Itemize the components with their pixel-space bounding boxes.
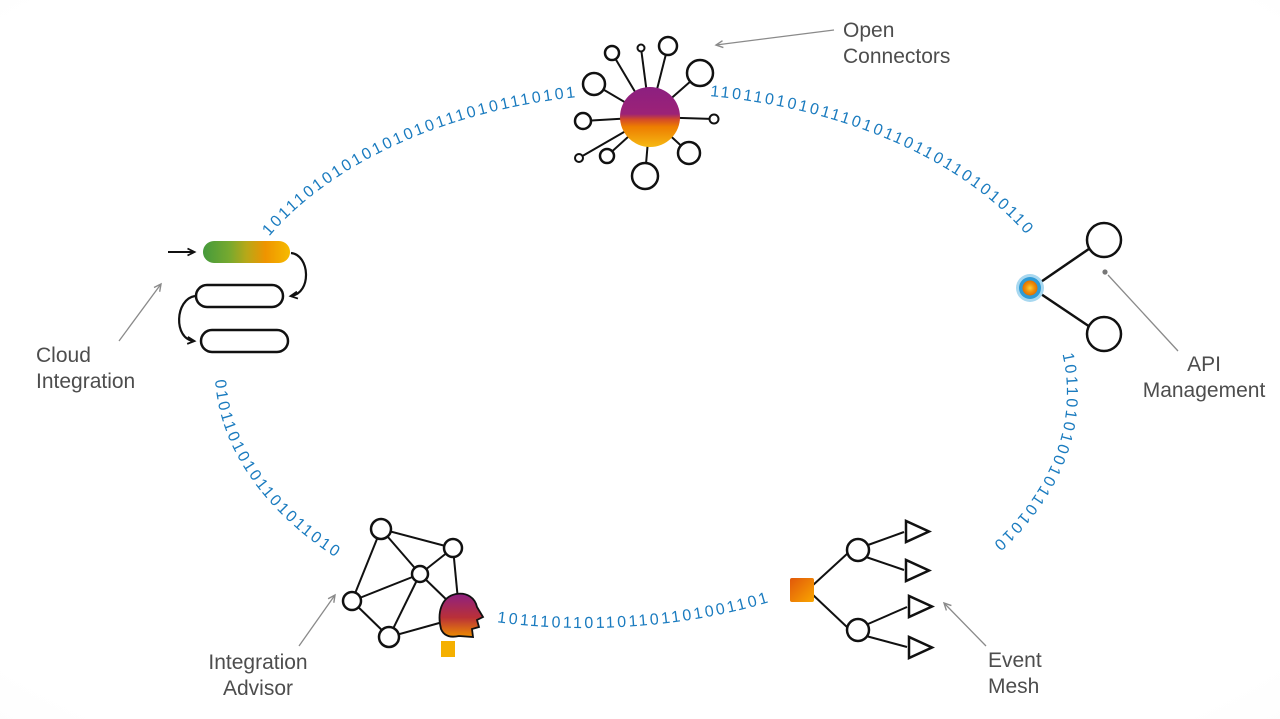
binary-stream-advisor-to-cloud: 01011010101101011010	[211, 379, 345, 562]
event-mesh-links	[811, 531, 908, 648]
label-leader-lines	[118, 29, 1179, 647]
open-connectors-label-line2: Connectors	[843, 45, 951, 68]
pipeline-step-active	[203, 241, 290, 263]
open-connectors-label-line1: Open	[843, 19, 895, 42]
cloud-integration-label-line1: Cloud	[36, 344, 91, 367]
leader-event-mesh	[942, 601, 987, 647]
event-mesh-consumers	[904, 519, 936, 660]
integration-advisor-icon	[341, 517, 485, 657]
leader-open-connectors	[714, 29, 835, 49]
advisor-head	[438, 592, 485, 638]
event-mesh-label-line1: Event	[988, 649, 1042, 672]
open-connectors-label: Open Connectors	[843, 18, 950, 70]
integration-advisor-label-line2: Advisor	[222, 677, 294, 700]
leader-cloud-integration	[118, 282, 162, 342]
event-mesh-label: Event Mesh	[988, 648, 1042, 700]
api-gateway-node	[1016, 274, 1044, 302]
leader-api-dot	[1102, 269, 1108, 275]
pipeline-step-2	[194, 283, 285, 309]
open-connectors-hub	[620, 87, 680, 147]
event-mesh-label-line2: Mesh	[988, 675, 1040, 698]
cloud-integration-icon	[168, 241, 307, 354]
leader-api-management	[1107, 274, 1179, 352]
integration-advisor-label: Integration Advisor	[188, 650, 328, 702]
api-management-icon	[1016, 221, 1123, 353]
cloud-integration-label-line2: Integration	[36, 370, 136, 393]
open-connectors-nodes	[573, 35, 720, 191]
api-management-label-line2: Management	[1142, 379, 1266, 402]
api-management-label-line1: API	[1187, 353, 1221, 376]
advisor-graph-nodes	[341, 517, 464, 649]
integration-advisor-label-line1: Integration	[208, 651, 308, 674]
binary-stream-open-to-api: 11011010101110101101101101010110	[710, 83, 1038, 239]
binary-stream-advisor-to-event: 1011101101101101101001101	[496, 589, 772, 632]
open-connectors-icon	[573, 35, 720, 191]
leader-integration-advisor	[298, 593, 336, 647]
cloud-integration-label: Cloud Integration	[36, 343, 135, 395]
advisor-chip	[441, 641, 455, 657]
event-mesh-icon	[790, 519, 936, 660]
event-source-node	[790, 578, 814, 602]
api-management-label: API Management	[1139, 352, 1269, 404]
binary-stream-cloud-to-open: 1011101010101010101110101110101	[259, 84, 578, 239]
binary-stream-api-to-event: 1011010100101101010	[989, 351, 1080, 554]
pipeline-step-3	[199, 328, 290, 354]
